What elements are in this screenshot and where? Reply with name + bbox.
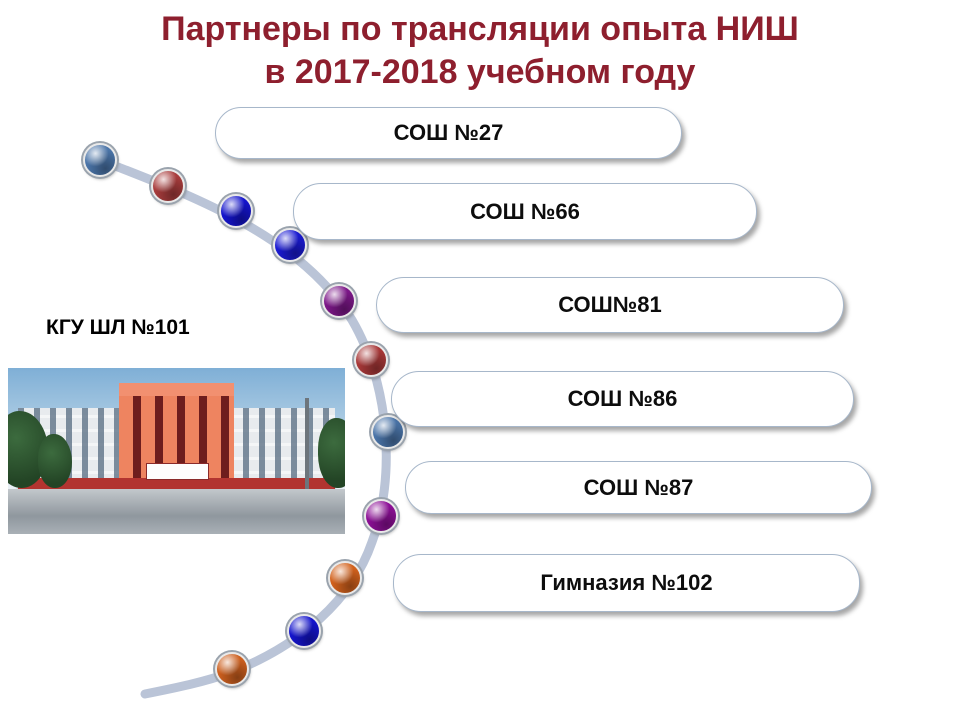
bead [371,415,405,449]
photo-tree [318,417,345,488]
photo-ground [8,489,345,534]
bead [328,561,362,595]
partner-pill: СОШ №27 [215,107,682,159]
partner-pill: Гимназия №102 [393,554,860,612]
partner-pill-label: СОШ №66 [470,198,580,224]
bead [219,194,253,228]
slide-title-line2: в 2017-2018 учебном году [264,52,696,91]
slide-title: Партнеры по трансляции опыта НИШ в 2017-… [0,8,960,93]
photo-tree [38,434,73,488]
bead [83,143,117,177]
partner-pill-label: СОШ №87 [583,474,694,500]
photo-awning [18,477,335,490]
bead [151,169,185,203]
partner-pill: СОШ№81 [376,277,844,333]
partner-pill: СОШ №86 [391,371,854,427]
partner-pill: СОШ №66 [293,183,757,240]
bead [322,284,356,318]
photo-building-right-wing [227,407,335,488]
photo-building-center [119,382,234,490]
photo-building-roofline [119,382,234,397]
bead [215,652,249,686]
partner-pill-label: СОШ №27 [393,120,504,145]
bead [273,228,307,262]
slide-title-line1: Партнеры по трансляции опыта НИШ [161,10,799,48]
bead [364,499,398,533]
partner-pill-label: СОШ №86 [567,386,678,411]
partner-pill: СОШ №87 [405,461,872,514]
school-building-photo [8,368,345,534]
partner-pill-label: Гимназия №102 [540,570,713,595]
photo-lamp-pole [304,397,309,490]
bead [287,614,321,648]
partner-pill-label: СОШ№81 [558,292,662,317]
bead [354,343,388,377]
photo-sign [146,462,209,480]
photo-caption: КГУ ШЛ №101 [46,316,190,339]
